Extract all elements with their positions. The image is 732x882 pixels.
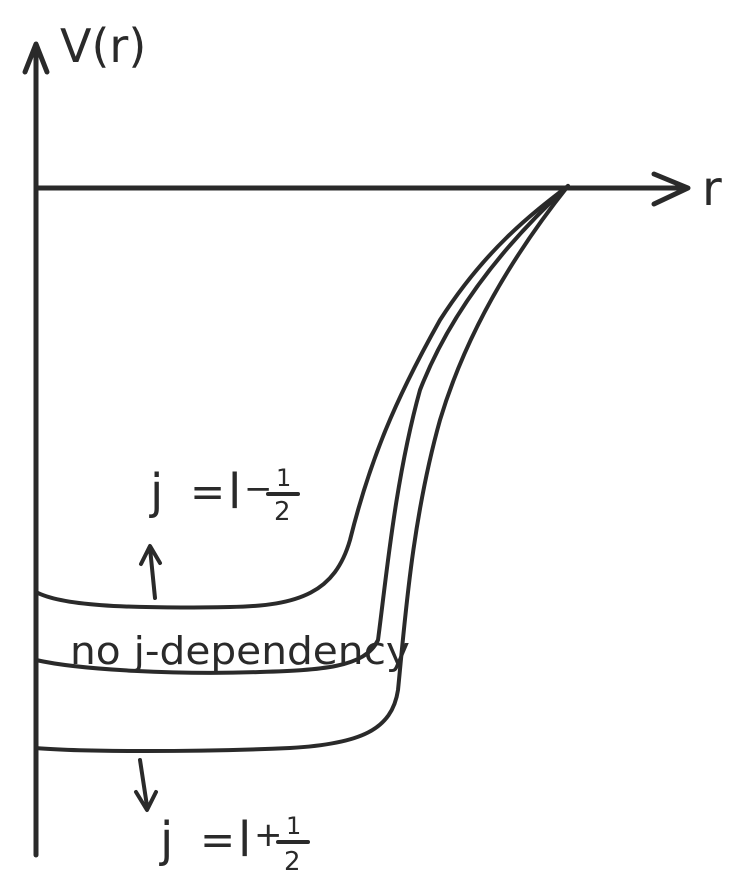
- curve-j-l-minus-half: [34, 184, 570, 610]
- curve-j-l-plus-half: [34, 184, 570, 753]
- arrow-up-upper: [148, 546, 157, 600]
- lower-eq: =: [200, 815, 235, 864]
- lower-l: l: [238, 812, 251, 868]
- arrow-up-upper-head: [139, 544, 162, 566]
- lower-den: 2: [284, 847, 301, 877]
- x-axis-label: r: [702, 161, 722, 217]
- y-axis-arrowhead: [22, 41, 50, 75]
- arrow-down-lower-head: [134, 790, 158, 812]
- upper-den: 2: [274, 497, 291, 527]
- label-upper-curve: j = l − 1 2: [149, 464, 300, 527]
- curve-no-j-dependency: [34, 184, 570, 675]
- lower-op: +: [254, 815, 283, 855]
- upper-j: j: [149, 464, 163, 520]
- upper-l: l: [228, 464, 241, 520]
- upper-op: −: [244, 469, 273, 509]
- y-axis-label: V(r): [60, 19, 146, 73]
- arrow-down-lower: [138, 758, 149, 808]
- upper-eq: =: [190, 467, 225, 516]
- upper-num: 1: [276, 464, 291, 492]
- label-middle-curve: no j-dependency: [70, 629, 410, 673]
- lower-num: 1: [286, 812, 301, 840]
- x-axis-arrowhead: [651, 171, 691, 207]
- label-lower-curve: j = l + 1 2: [159, 812, 310, 877]
- lower-j: j: [159, 812, 173, 868]
